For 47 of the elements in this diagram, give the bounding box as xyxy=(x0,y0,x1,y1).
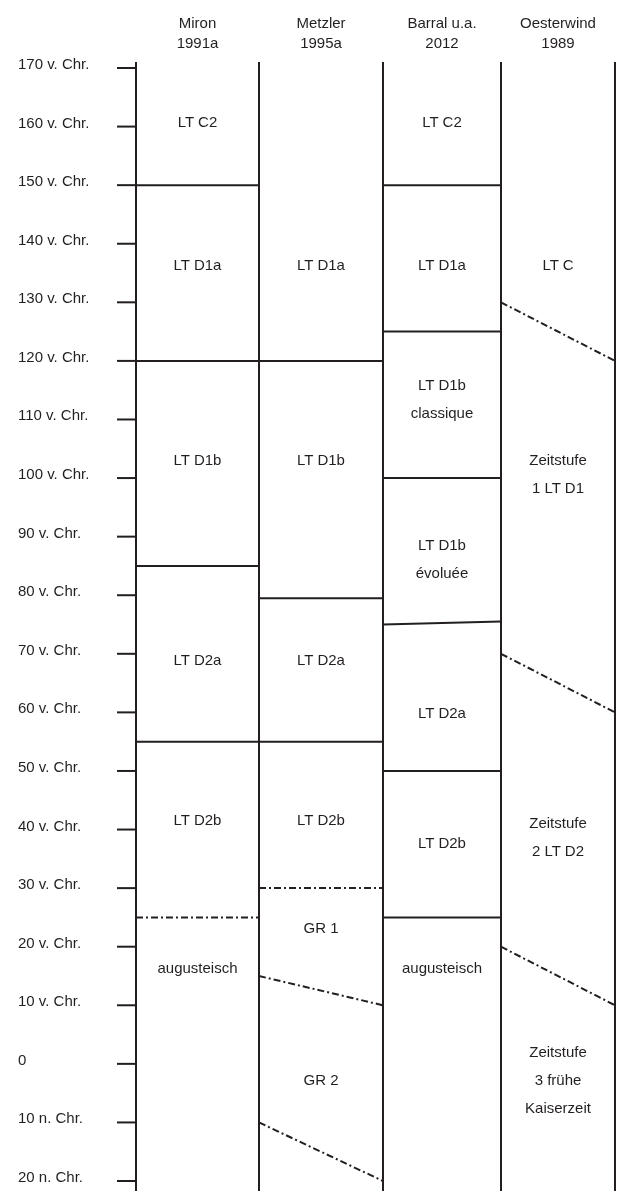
period-label: LT C xyxy=(542,250,574,279)
period-label: LT C2 xyxy=(177,107,218,136)
period-label: GR 1 xyxy=(303,913,339,942)
period-label: augusteisch xyxy=(401,953,483,982)
axis-label: 30 v. Chr. xyxy=(18,875,82,894)
period-label: LT D2a xyxy=(297,645,345,674)
axis-label: 120 v. Chr. xyxy=(18,347,90,366)
axis-label: 100 v. Chr. xyxy=(18,465,90,484)
period-label: GR 2 xyxy=(303,1065,339,1094)
period-label: LT D2a xyxy=(173,645,222,674)
period-label: Zeitstufe 3 frühe Kaiserzeit xyxy=(525,1037,591,1122)
period-label: LT D2a xyxy=(418,698,466,727)
period-label: LT D1b xyxy=(297,446,345,475)
period-label: Zeitstufe 1 LT D1 xyxy=(527,445,589,502)
period-label: LT D1b classique xyxy=(402,370,482,427)
axis-label: 20 v. Chr. xyxy=(18,933,82,952)
period-label: augusteisch xyxy=(157,953,238,982)
axis-label: 90 v. Chr. xyxy=(18,523,82,542)
period-label: LT C2 xyxy=(422,107,462,136)
period-label: LT D2b xyxy=(418,829,466,857)
axis-label: 170 v. Chr. xyxy=(18,55,90,73)
period-label: LT D1b xyxy=(173,446,222,475)
axis-label: 50 v. Chr. xyxy=(18,757,82,776)
axis-label: 60 v. Chr. xyxy=(18,699,82,718)
axis-label: 40 v. Chr. xyxy=(18,816,82,835)
axis-label: 10 v. Chr. xyxy=(18,992,82,1011)
axis-label: 20 n. Chr. xyxy=(18,1168,84,1186)
period-label: LT D1a xyxy=(418,250,466,279)
axis-label: 130 v. Chr. xyxy=(18,289,90,308)
axis-label: 80 v. Chr. xyxy=(18,582,82,601)
period-label: LT D1a xyxy=(173,250,222,279)
axis-label: 10 n. Chr. xyxy=(18,1109,84,1128)
axis-label: 140 v. Chr. xyxy=(18,230,90,249)
axis-label: 150 v. Chr. xyxy=(18,172,90,191)
axis-label: 70 v. Chr. xyxy=(18,640,82,659)
axis-label: 0 xyxy=(18,1050,27,1069)
period-label: LT D1a xyxy=(297,250,345,279)
column-header: Miron 1991a xyxy=(175,13,220,53)
column-header: Metzler 1995a xyxy=(295,13,347,53)
column-header: Barral u.a. 2012 xyxy=(406,13,478,53)
period-label: LT D2b xyxy=(297,806,345,835)
axis-label: 160 v. Chr. xyxy=(18,113,90,132)
period-label: LT D2b xyxy=(173,806,222,835)
period-label: Zeitstufe 2 LT D2 xyxy=(527,809,589,866)
column-header: Oesterwind 1989 xyxy=(520,13,596,53)
period-label: LT D1b évoluée xyxy=(402,530,482,587)
axis-label: 110 v. Chr. xyxy=(18,406,89,425)
